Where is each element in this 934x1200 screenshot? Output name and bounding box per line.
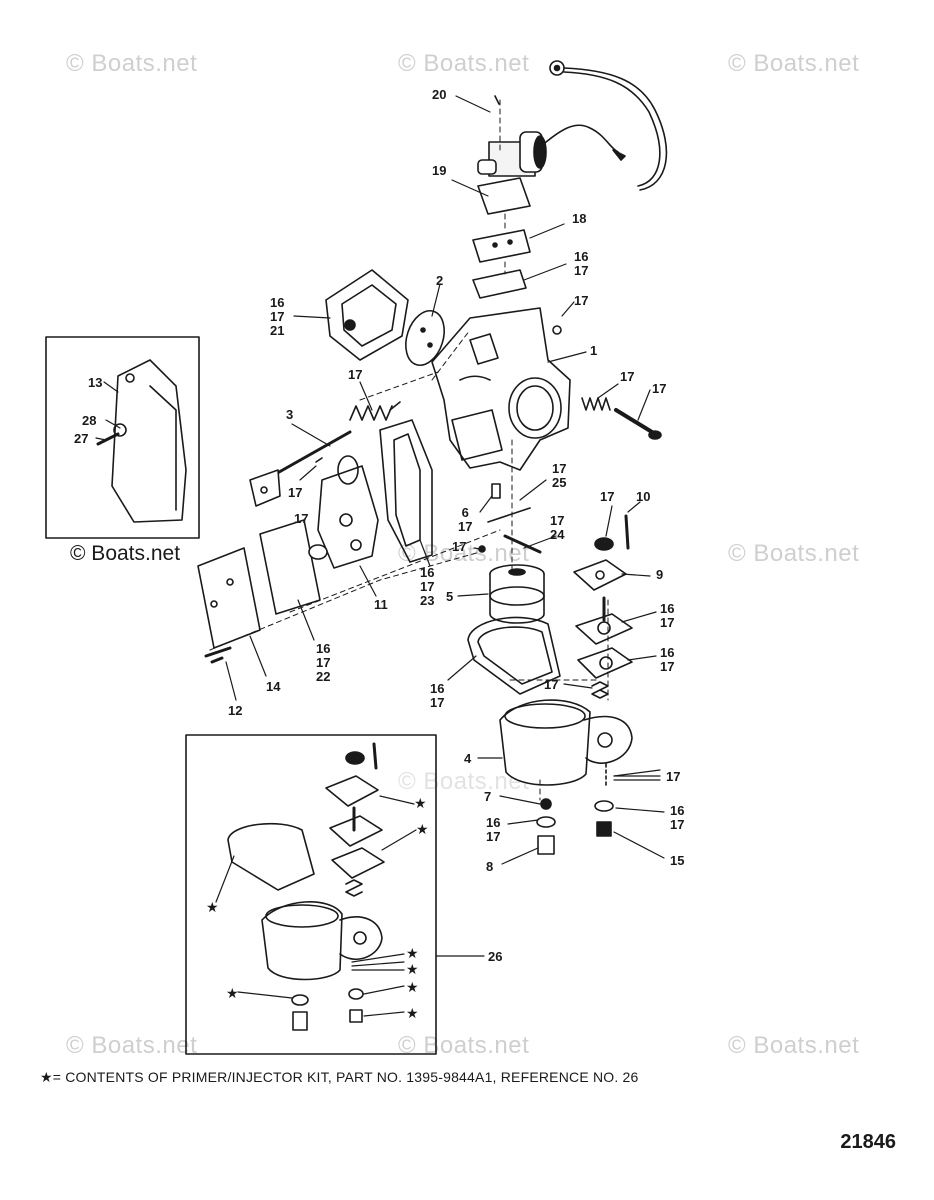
solenoid-assembly — [477, 95, 547, 215]
callout-27: 27 — [74, 431, 89, 446]
callout-28: 28 — [82, 413, 97, 428]
inset-box-throttle — [45, 336, 200, 539]
inset-box-primer-kit — [185, 734, 437, 1055]
callout-20: 20 — [432, 87, 447, 102]
callout-19: 19 — [432, 163, 447, 178]
carburetor-body — [431, 307, 571, 471]
callout-17: 17 — [544, 677, 559, 692]
callout-17: 17 — [652, 381, 667, 396]
callout-12: 12 — [228, 703, 243, 718]
wire-lead — [539, 60, 668, 191]
watermark: © Boats.net — [398, 50, 530, 77]
callout-5: 5 — [446, 589, 454, 604]
check-valve — [308, 544, 328, 560]
bowl-gasket — [467, 616, 561, 695]
callout-15: 15 — [670, 853, 685, 868]
callout-17: 17 — [666, 769, 681, 784]
kit-star: ★ — [416, 821, 429, 837]
callout-4: 4 — [464, 751, 472, 766]
fuel-pump-plate-11 — [317, 455, 379, 569]
callout-17: 17 — [294, 511, 309, 526]
callout-17: 17 — [288, 485, 303, 500]
callout-13: 13 — [88, 375, 103, 390]
callout-18: 18 — [572, 211, 587, 226]
kit-star: ★ — [406, 961, 419, 977]
float-bowl-4 — [499, 699, 633, 789]
callout-17: 17 — [620, 369, 635, 384]
kit-star: ★ — [414, 795, 427, 811]
primer-parts — [573, 514, 633, 699]
callout-7: 7 — [484, 789, 492, 804]
kit-star: ★ — [406, 979, 419, 995]
screw-12 — [204, 646, 232, 664]
watermark: © Boats.net — [728, 1032, 860, 1059]
callout-1: 1 — [590, 343, 598, 358]
throttle-cam-inset-drawing — [96, 359, 187, 523]
callout-3: 3 — [286, 407, 294, 422]
callout-8: 8 — [486, 859, 494, 874]
float-pin-parts — [478, 483, 542, 554]
drain-parts — [536, 798, 614, 855]
callout-17: 17 — [452, 539, 467, 554]
callout-10: 10 — [636, 489, 651, 504]
kit-star: ★ — [206, 899, 219, 915]
fuel-pump-gasket-22 — [259, 519, 321, 615]
inset-watermark: © Boats.net — [70, 542, 181, 565]
callout-26: 26 — [488, 949, 503, 964]
leader-lines — [95, 95, 665, 1017]
kit-star: ★ — [406, 945, 419, 961]
kit-star: ★ — [226, 985, 239, 1001]
watermark: © Boats.net — [728, 50, 860, 77]
callout-17: 17 — [600, 489, 615, 504]
callout-17: 17 — [574, 293, 589, 308]
throttle-shaft — [249, 430, 352, 507]
watermark: © Boats.net — [66, 50, 198, 77]
watermark: © Boats.net — [728, 540, 860, 567]
fuel-pump-cover-14 — [197, 547, 261, 649]
callout-9: 9 — [656, 567, 664, 582]
callout-14: 14 — [266, 679, 281, 694]
gasket-21 — [325, 269, 445, 367]
alignment-lines — [209, 99, 609, 801]
callout-11: 11 — [374, 597, 388, 612]
callout-17: 17 — [348, 367, 363, 382]
watermark: © Boats.net — [66, 1032, 198, 1059]
throttle-spring — [349, 401, 401, 421]
watermark: © Boats.net — [398, 540, 530, 567]
figure-number: 21846 — [840, 1131, 896, 1153]
float-5 — [489, 564, 545, 624]
primer-kit-inset-drawing — [227, 742, 385, 1031]
callout-2: 2 — [436, 273, 444, 288]
body-gasket-23 — [379, 419, 433, 563]
idle-screw-spring — [581, 397, 662, 440]
kit-contents-note: ★= CONTENTS OF PRIMER/INJECTOR KIT, PART… — [40, 1069, 639, 1085]
kit-star: ★ — [406, 1005, 419, 1021]
solenoid-plates — [472, 229, 531, 299]
